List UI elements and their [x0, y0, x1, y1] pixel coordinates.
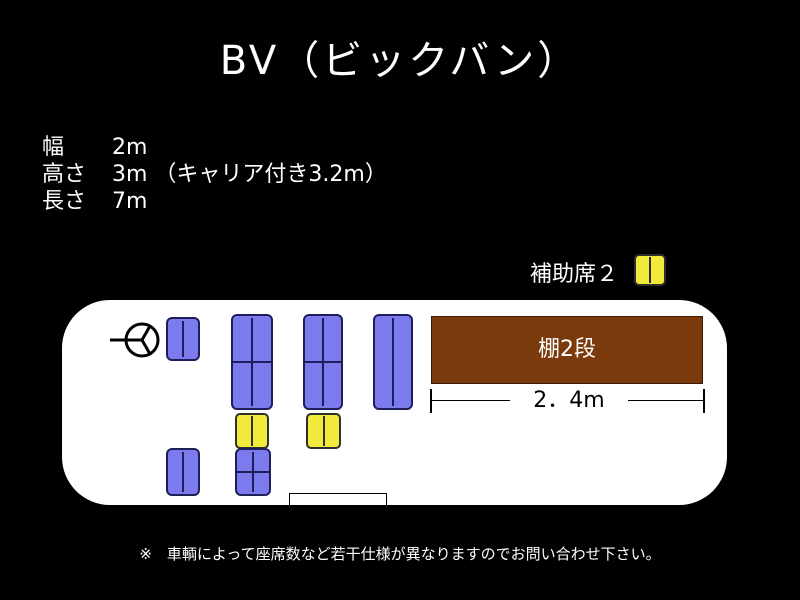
footnote: ※ 車輌によって座席数など若干仕様が異なりますのでお問い合わせ下さい。 [139, 545, 661, 563]
aux-seat-2 [306, 413, 341, 449]
spec-length-value: 7m [112, 189, 148, 214]
shelf-dimension-tick-left [430, 389, 432, 413]
door-side-seat-row-1 [235, 448, 271, 496]
aux-seat-legend-label: 補助席２ [530, 262, 619, 287]
spec-width-label: 幅 [42, 135, 65, 160]
page-title: BV（ビックバン） [219, 38, 581, 84]
spec-height-value: 3m （キャリア付き3.2m） [112, 162, 387, 187]
door-side-front-seat [166, 448, 200, 496]
driver-side-front-seat [166, 317, 200, 361]
bus-floor-plan: 棚2段 2．4m [62, 300, 727, 505]
bench-seat-row-2 [303, 314, 343, 410]
spec-length-row: 長さ 7m [42, 188, 147, 216]
steering-wheel-icon [110, 322, 160, 358]
spec-height-label: 高さ [42, 162, 87, 187]
bench-seat-row-3 [373, 314, 413, 410]
entrance-step [289, 493, 387, 505]
luggage-shelf: 棚2段 [431, 316, 703, 384]
aux-seat-1 [235, 413, 269, 449]
shelf-dimension-tick-right [703, 389, 705, 413]
shelf-dimension-label: 2．4m [510, 388, 628, 414]
spec-length-label: 長さ [42, 189, 87, 214]
spec-width-value: 2m [112, 135, 148, 160]
spec-width-row: 幅 2m [42, 134, 147, 162]
bench-seat-row-1 [231, 314, 273, 410]
aux-seat-legend-swatch [634, 254, 666, 286]
spec-height-row: 高さ 3m （キャリア付き3.2m） [42, 161, 387, 189]
